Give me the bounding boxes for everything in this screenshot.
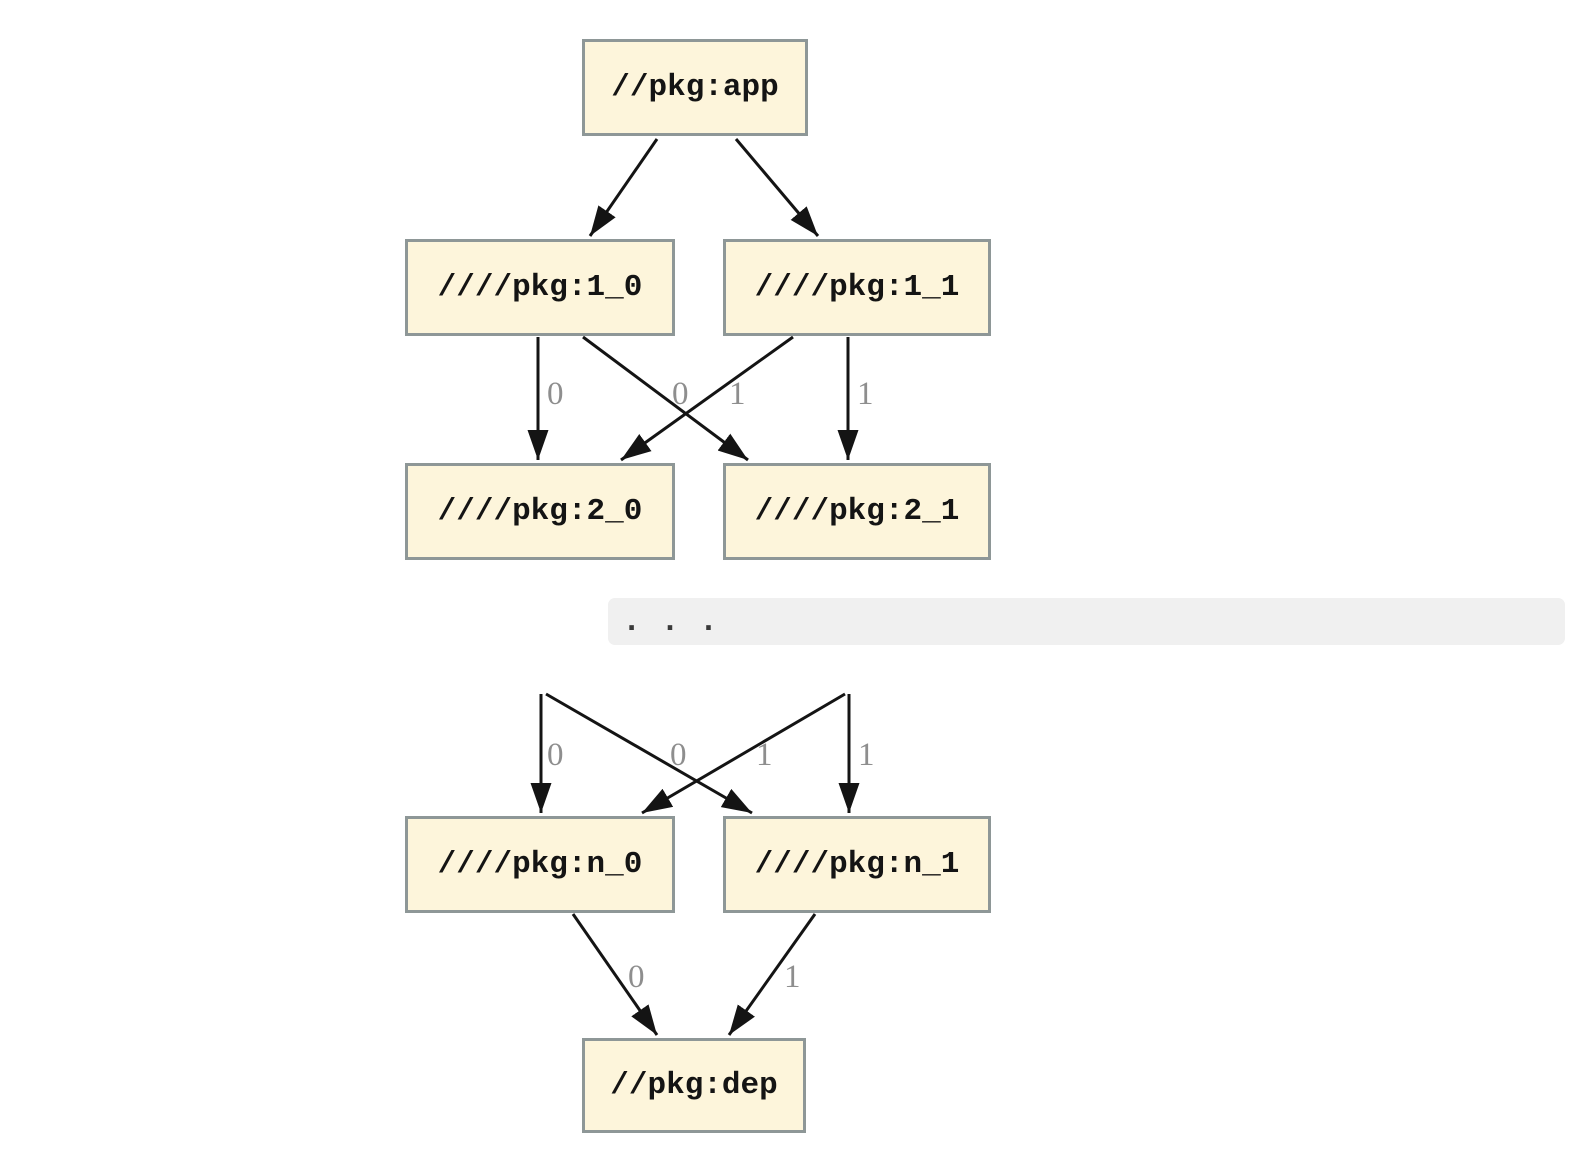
node-pkg-2_0-label: ////pkg:2_0 — [437, 494, 643, 529]
edge-label-1_0-2_0: 0 — [547, 376, 564, 412]
edge-app-to-1_0 — [588, 138, 659, 237]
edge-1_0-to-2_1 — [582, 335, 749, 462]
node-pkg-2_0: ////pkg:2_0 — [405, 463, 675, 560]
edge-label-hidden0-n_0: 0 — [547, 737, 564, 773]
edge-1_1-to-2_0 — [620, 335, 794, 462]
node-pkg-dep-label: //pkg:dep — [610, 1068, 778, 1103]
edge-label-hidden0-n_1: 0 — [670, 737, 687, 773]
node-pkg-2_1: ////pkg:2_1 — [723, 463, 991, 560]
node-pkg-n_1: ////pkg:n_1 — [723, 816, 991, 913]
node-pkg-1_0: ////pkg:1_0 — [405, 239, 675, 336]
edge-label-n_1-dep: 1 — [784, 959, 801, 995]
edge-n_1-to-dep — [727, 913, 817, 1036]
edge-n_0-to-dep — [571, 913, 659, 1036]
edge-label-1_0-2_1: 0 — [672, 376, 689, 412]
truncation-ellipsis-band: . . . — [608, 598, 1565, 645]
node-pkg-1_1: ////pkg:1_1 — [723, 239, 991, 336]
edge-label-1_1-2_1: 1 — [857, 376, 874, 412]
edge-label-hidden1-n_0: 1 — [756, 737, 773, 773]
edge-hidden0-to-n_1 — [545, 692, 753, 815]
edge-label-n_0-dep: 0 — [628, 959, 645, 995]
node-pkg-n_1-label: ////pkg:n_1 — [754, 847, 960, 882]
edge-app-to-1_1 — [734, 138, 820, 237]
node-pkg-n_0-label: ////pkg:n_0 — [437, 847, 643, 882]
node-pkg-n_0: ////pkg:n_0 — [405, 816, 675, 913]
ellipsis-dots: . . . — [622, 603, 719, 640]
edge-hidden1-to-n_0 — [641, 692, 846, 815]
edge-label-hidden1-n_1: 1 — [858, 737, 875, 773]
edge-label-1_1-2_0: 1 — [729, 376, 746, 412]
node-pkg-dep: //pkg:dep — [582, 1038, 806, 1133]
node-pkg-app: //pkg:app — [582, 39, 808, 136]
node-pkg-1_0-label: ////pkg:1_0 — [437, 270, 643, 305]
node-pkg-app-label: //pkg:app — [611, 70, 779, 105]
node-pkg-2_1-label: ////pkg:2_1 — [754, 494, 960, 529]
node-pkg-1_1-label: ////pkg:1_1 — [754, 270, 960, 305]
